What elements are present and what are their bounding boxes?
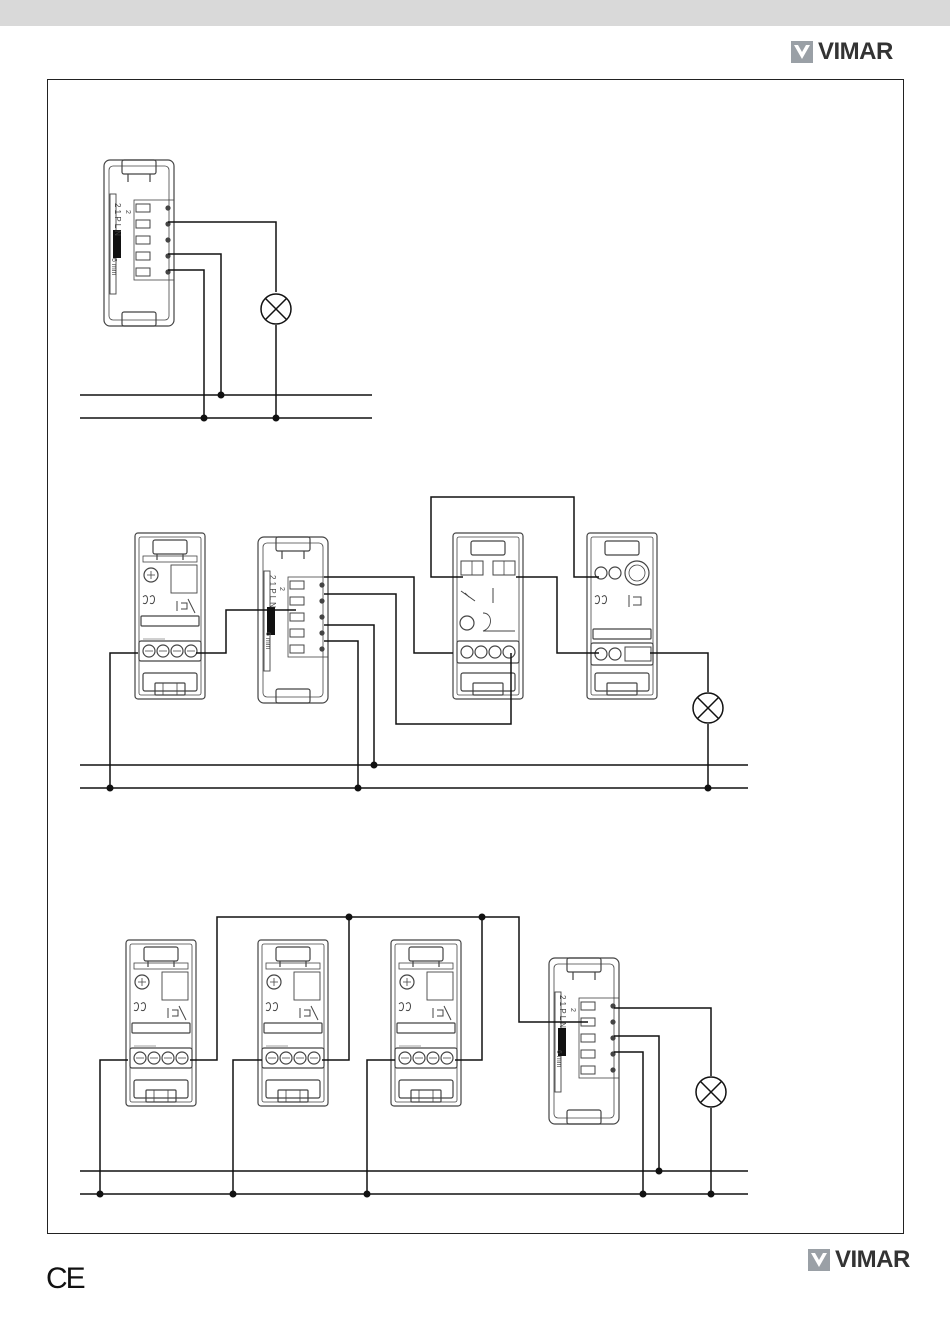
junction-dot — [656, 1168, 663, 1175]
junction-dot — [479, 914, 486, 921]
diagram-3-pushbutton-1 — [126, 940, 196, 1106]
diagram-1-lamp — [261, 294, 291, 324]
diagram-2-lamp — [693, 693, 723, 723]
diagram-3-dimmer — [549, 958, 619, 1124]
junction-dot — [201, 415, 208, 422]
junction-dot — [371, 762, 378, 769]
junction-dot — [218, 392, 225, 399]
junction-dot — [230, 1191, 237, 1198]
diagram-2-two-way — [453, 533, 523, 699]
diagram-2-strip-label: 6 mm — [264, 632, 271, 650]
diagram-2: 2 1 P L N 6 mm — [80, 497, 748, 792]
junction-dot — [708, 1191, 715, 1198]
junction-dot — [273, 415, 280, 422]
diagram-3: 2 1 P L N 6 mm — [80, 914, 748, 1198]
junction-dot — [107, 785, 114, 792]
junction-dot — [640, 1191, 647, 1198]
junction-dot — [97, 1191, 104, 1198]
diagram-3-pushbutton-3 — [391, 940, 461, 1106]
diagram-3-strip-label: 6 mm — [555, 1050, 562, 1068]
diagram-1-dimmer — [104, 160, 174, 326]
diagram-3-terminal-labels: 2 1 P L N — [558, 995, 567, 1028]
diagram-1-strip-label: 6 mm — [110, 258, 117, 276]
vimar-logo-bottom: VIMAR — [808, 1246, 910, 1274]
junction-dot — [705, 785, 712, 792]
ce-mark: CE — [46, 1262, 84, 1296]
diagram-2-terminal-labels: 2 1 P L N — [268, 575, 277, 608]
diagram-3-lamp — [696, 1077, 726, 1107]
diagram-1: 2 1 P L N 6 mm — [80, 160, 372, 422]
junction-dot — [364, 1191, 371, 1198]
diagram-3-pushbutton-2 — [258, 940, 328, 1106]
vimar-logo-icon — [808, 1249, 830, 1271]
vimar-logo-text: VIMAR — [835, 1246, 910, 1274]
diagram-1-terminal-labels: 2 1 P L N — [113, 203, 122, 236]
junction-dot — [346, 914, 353, 921]
diagram-2-receiver — [587, 533, 657, 699]
diagram-2-pushbutton — [135, 533, 205, 699]
junction-dot — [355, 785, 362, 792]
diagram-2-dimmer — [258, 537, 328, 703]
